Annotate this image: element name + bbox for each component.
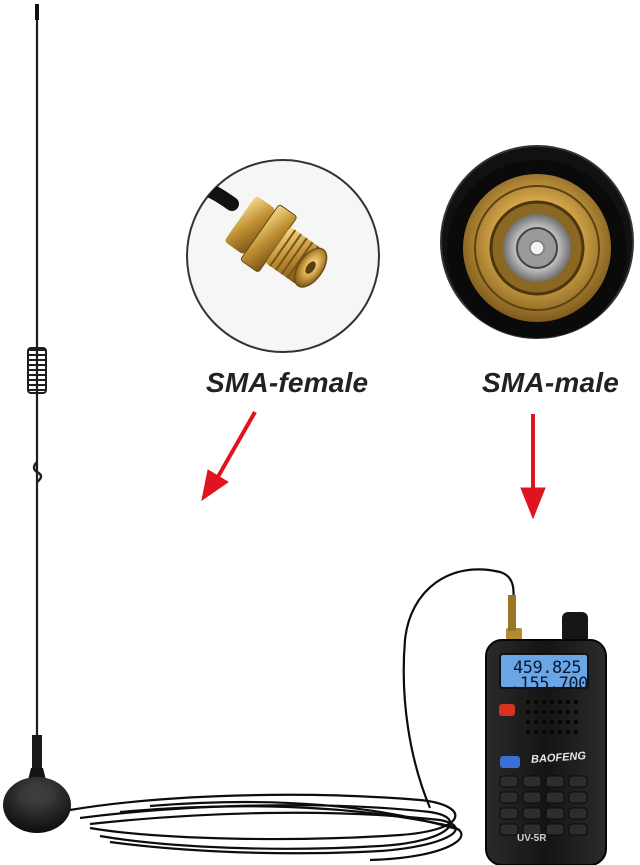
sma-male-caption: SMA-male xyxy=(482,367,619,398)
antenna-kink xyxy=(32,461,43,483)
arrow-down-icon xyxy=(520,414,546,520)
radio-model-label: UV-5R xyxy=(517,833,547,844)
antenna-coil-upper xyxy=(27,347,47,394)
arrow-down-left-icon xyxy=(201,411,257,502)
sma-female-connector-icon xyxy=(186,159,380,353)
coax-cable xyxy=(69,568,515,862)
keypad xyxy=(499,775,588,836)
radio-display-line1: 459.825 xyxy=(513,658,582,678)
sma-male-connector-icon xyxy=(440,145,634,339)
sma-female-caption: SMA-female xyxy=(206,367,369,398)
radio-display-line2: .155.700 xyxy=(510,674,588,694)
speaker-grille xyxy=(526,700,578,734)
antenna xyxy=(3,4,71,833)
radio-lcd xyxy=(499,653,589,689)
ptt-button xyxy=(499,704,515,716)
radio-icon xyxy=(485,595,607,865)
magnetic-base xyxy=(3,777,71,833)
